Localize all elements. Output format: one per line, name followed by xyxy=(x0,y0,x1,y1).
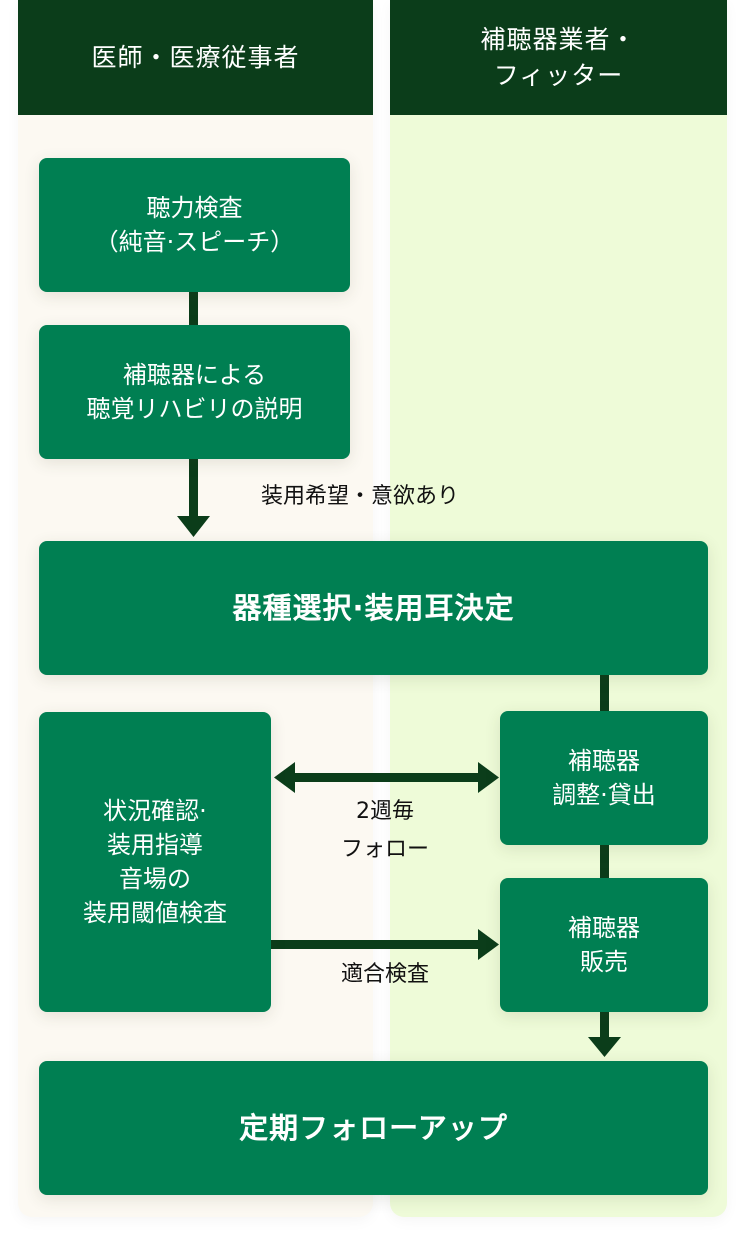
step-followup: 定期フォローアップ xyxy=(39,1061,708,1195)
arrow-down-icon xyxy=(177,516,210,537)
step-hearing-test: 聴力検査 （純音·スピーチ） xyxy=(39,158,350,292)
connector-line xyxy=(189,290,198,328)
doctor-column-header: 医師・医療従事者 xyxy=(18,0,373,115)
arrow-shaft xyxy=(600,1010,609,1040)
step-explanation: 補聴器による 聴覚リハビリの説明 xyxy=(39,325,350,459)
arrow-right-icon xyxy=(478,762,499,793)
double-arrow-shaft xyxy=(292,773,478,782)
arrow-left-icon xyxy=(274,762,295,793)
connector-line xyxy=(600,673,609,713)
step-adjustment: 補聴器 調整·貸出 xyxy=(500,711,708,845)
arrow-shaft xyxy=(271,940,479,949)
label-desire: 装用希望・意欲あり xyxy=(260,484,459,509)
arrow-right-icon xyxy=(478,929,499,960)
step-selection: 器種選択·装用耳決定 xyxy=(39,541,708,675)
arrow-down-icon xyxy=(588,1037,621,1057)
fitter-column-header: 補聴器業者・ フィッター xyxy=(390,0,727,115)
step-sale: 補聴器 販売 xyxy=(500,878,708,1012)
label-fitting-test: 適合検査 xyxy=(340,962,429,987)
step-status-check: 状況確認· 装用指導 音場の 装用閾値検査 xyxy=(39,712,271,1012)
arrow-shaft xyxy=(189,457,198,519)
label-biweekly: 2週毎 フォロー xyxy=(340,799,429,862)
connector-line xyxy=(600,843,609,880)
